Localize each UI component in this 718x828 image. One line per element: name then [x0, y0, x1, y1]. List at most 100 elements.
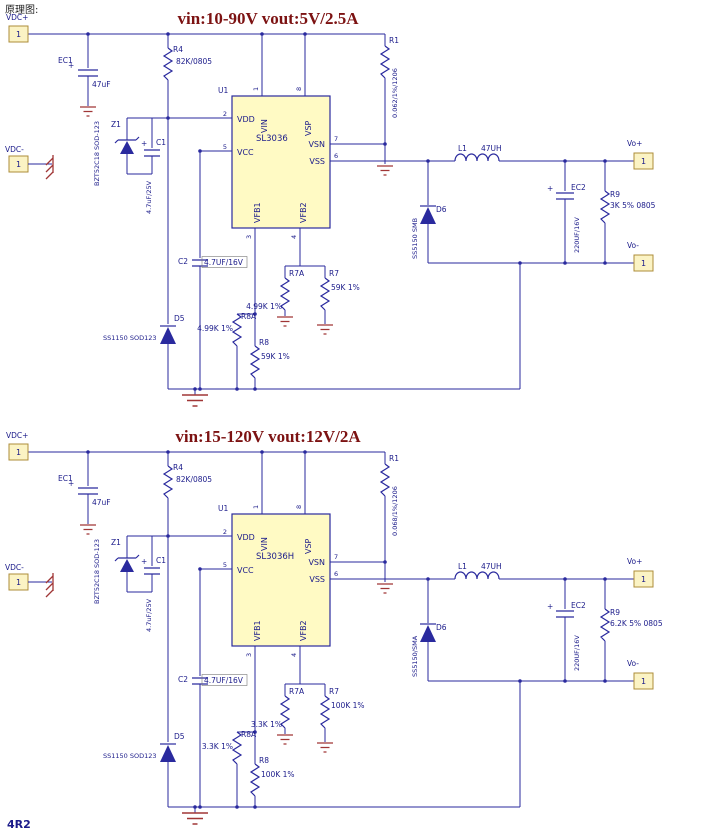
u1-pin-vfb1: VFB1: [253, 620, 262, 641]
resistor-r7: R7 59K 1%: [317, 266, 360, 335]
r7a-value-label: 3.3K 1%: [251, 720, 282, 729]
u1-ref-label: U1: [218, 504, 228, 513]
input-rail-wires: [28, 32, 385, 36]
u1-pin6-number: 6: [334, 152, 338, 160]
r8a-value-label: 3.3K 1%: [202, 742, 233, 751]
r7-ref-label: R7: [329, 687, 339, 696]
circuit-title: vin:10-90V vout:5V/2.5A: [177, 9, 359, 28]
u1-pin-vfb2: VFB2: [299, 202, 308, 223]
resistor-r8: R8 100K 1%: [249, 756, 295, 807]
r8a-ref-label: R8A: [241, 730, 257, 739]
circuit-1-buck-5v: vin:10-90V vout:5V/2.5A VDC+ 1 VDC- 1: [0, 6, 718, 421]
ec2-value-label: 220UF/16V: [573, 635, 581, 671]
c2-value-box: [201, 674, 248, 686]
u1-pin-vdd: VDD: [237, 115, 255, 124]
r7a-ref-label: R7A: [289, 687, 305, 696]
vo-plus-pin-number: 1: [641, 575, 646, 584]
inductor-l1: L1 47UH: [454, 562, 634, 580]
u1-pin-vsn: VSN: [308, 558, 325, 567]
vdc-plus-terminal: VDC+ 1: [6, 431, 29, 461]
r7a-value-label: 4.99K 1%: [246, 302, 282, 311]
diode-d5: D5 SS1150 SOD123: [103, 118, 185, 389]
d6-ref-label: D6: [436, 205, 447, 214]
u1-pin2-number: 2: [223, 110, 227, 118]
c2-ref-label: C2: [178, 257, 188, 266]
r4-value-label: 82K/0805: [176, 475, 212, 484]
u1-pin-vin: VIN: [260, 537, 269, 551]
capacitor-c1: + C1 4.7uF/25V: [141, 118, 166, 214]
r8a-value-label: 4.99K 1%: [197, 324, 233, 333]
u1-pin8-number: 8: [295, 505, 303, 509]
u1-pin5-number: 5: [223, 143, 227, 151]
d6-triangle: [420, 625, 436, 642]
r9-ref-label: R9: [610, 608, 620, 617]
resistor-r7: R7 100K 1%: [317, 684, 365, 753]
u1-part-label: SL3036: [256, 134, 288, 144]
circuit-schematic: vin:15-120V vout:12V/2A VDC+ 1 VDC- 1: [5, 427, 663, 825]
vo-minus-pin-number: 1: [641, 677, 646, 686]
u1-pin-vcc: VCC: [237, 566, 254, 575]
l1-value-label: 47UH: [481, 144, 502, 153]
resistor-r9: R9 3K 5% 0805: [599, 159, 656, 263]
u1-pin-vsp: VSP: [304, 120, 313, 136]
ec1-value-label: 47uF: [92, 80, 111, 89]
c1-polarity-mark: +: [141, 139, 147, 148]
d6-triangle: [420, 207, 436, 224]
ic-u1: U1 SL3036H VIN VDD VCC VFB1 VSP VSN VSS …: [127, 452, 455, 764]
ground-icon: [182, 812, 208, 825]
ground-icon: [277, 734, 293, 745]
r7-ref-label: R7: [329, 269, 339, 278]
clipped-bottom-text: 4R2: [7, 818, 31, 828]
ec2-polarity-mark: +: [547, 184, 553, 193]
ic-u1: U1 SL3036 VIN VDD VCC VFB1 VSP VSN VSS V…: [127, 34, 455, 346]
ec2-ref-label: EC2: [571, 601, 586, 610]
z1-ref-label: Z1: [111, 120, 121, 129]
l1-ref-label: L1: [458, 562, 467, 571]
r8-value-label: 100K 1%: [261, 770, 295, 779]
ic-u1-body: [231, 513, 331, 647]
ground-icon: [317, 742, 333, 753]
ground-icon: [377, 583, 393, 594]
capacitor-ec2: + EC2 220UF/16V: [547, 159, 586, 263]
vo-minus-label: Vo-: [627, 659, 639, 668]
l1-ref-label: L1: [458, 144, 467, 153]
resistor-r7a: R7A 3.3K 1%: [251, 683, 325, 745]
u1-pin-vss: VSS: [309, 575, 325, 584]
r9-ref-label: R9: [610, 190, 620, 199]
output-rail-wires: [168, 679, 634, 825]
vo-minus-pad: [633, 254, 654, 272]
z1-value-label: BZT52C18 SOD-123: [93, 121, 101, 186]
ground-icon: [277, 316, 293, 327]
resistor-r7a: R7A 4.99K 1%: [246, 265, 325, 327]
z1-ref-label: Z1: [111, 538, 121, 547]
page-header-label: 原理图:: [5, 5, 39, 16]
d5-value-label: SS1150 SOD123: [103, 334, 157, 342]
vdc-plus-pad: [8, 25, 29, 43]
c2-ref-label: C2: [178, 675, 188, 684]
ground-icon: [80, 524, 96, 535]
ground-icon: [317, 324, 333, 335]
r8-ref-label: R8: [259, 338, 269, 347]
circuit-2-buck-12v: vin:15-120V vout:12V/2A VDC+ 1 VDC- 1: [0, 424, 718, 828]
u1-pin-vsn: VSN: [308, 140, 325, 149]
c1-ref-label: C1: [156, 138, 166, 147]
chassis-ground-icon: [45, 573, 54, 598]
c1-value-label: 4.7uF/25V: [145, 598, 153, 632]
z1-value-label: BZT52C18 SOD-123: [93, 539, 101, 604]
u1-pin1-number: 1: [252, 505, 260, 509]
capacitor-c2: C2 4.7UF/16V: [178, 149, 248, 389]
vdc-plus-pad: [8, 443, 29, 461]
c2-value-label: 4.7UF/16V: [204, 258, 244, 267]
vdc-minus-label: VDC-: [5, 563, 24, 572]
d5-ref-label: D5: [174, 732, 185, 741]
r4-ref-label: R4: [173, 463, 183, 472]
capacitor-ec1: + EC1 47uF: [58, 34, 111, 117]
u1-pin1-number: 1: [252, 87, 260, 91]
ec1-value-label: 47uF: [92, 498, 111, 507]
r9-value-label: 3K 5% 0805: [610, 201, 656, 210]
capacitor-ec2: + EC2 220UF/16V: [547, 577, 586, 681]
inductor-l1: L1 47UH: [454, 144, 634, 162]
vo-minus-terminal: Vo- 1: [627, 659, 654, 690]
resistor-r8: R8 59K 1%: [249, 338, 290, 389]
r1-ref-label: R1: [389, 454, 399, 463]
